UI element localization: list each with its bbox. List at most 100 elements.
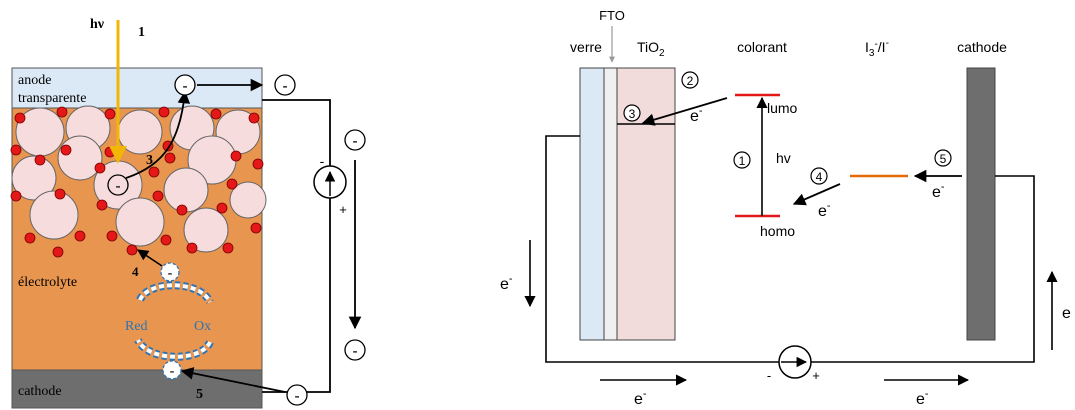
dye-molecule [222, 242, 234, 254]
electron-redox-top-sign: - [168, 265, 173, 282]
electron-redox-bottom [162, 360, 182, 380]
anode-layer [11, 67, 263, 109]
tio2-particle [57, 135, 103, 181]
step-3-label: 3 [146, 153, 153, 168]
step-1-label: 1 [138, 25, 145, 40]
dye-molecule [148, 166, 160, 178]
electron-cathode-in-sign: - [294, 388, 299, 405]
dye-molecule [252, 158, 264, 170]
dye-molecule [52, 246, 64, 258]
dye-molecules [10, 106, 264, 258]
dye-molecule [164, 152, 176, 164]
injection-arrow-right [641, 97, 728, 126]
dye-molecule [104, 146, 116, 158]
electrolyte-label: électrolyte [18, 275, 77, 290]
tio2-particle [183, 207, 229, 253]
dye-molecule [160, 234, 172, 246]
electron-cathode-in [286, 384, 308, 406]
electron-circuit-b [344, 339, 366, 361]
redox-label: I3-/I- [865, 38, 889, 59]
energy-diagram: FTO verre TiO2 colorant I3-/I- cathode l… [500, 8, 1071, 408]
e-injection: e- [690, 105, 703, 125]
tio2-particle [163, 167, 209, 213]
dye-molecule [158, 106, 170, 118]
cathode-label: cathode [18, 384, 62, 399]
cell-schematic: anode transparente électrolyte cathode h… [10, 17, 366, 409]
regeneration-arrow [137, 249, 163, 267]
e-left: e- [500, 273, 513, 293]
step-5-number: 5 [940, 152, 947, 166]
anode-label-1: anode [18, 73, 51, 88]
load-minus: - [320, 153, 325, 169]
tio2-particle [229, 181, 267, 219]
homo-label: homo [760, 223, 795, 239]
e-bottom-right: e- [916, 388, 929, 408]
e-right: e [1062, 305, 1071, 322]
load-plus: + [339, 202, 347, 217]
step-5-label: 5 [196, 387, 203, 402]
electron-excited-sign: - [115, 178, 120, 195]
electron-redox-bottom-sign: - [170, 363, 175, 380]
step-4-marker [810, 167, 828, 185]
dye-molecule [230, 150, 242, 162]
e-bottom-left: e- [634, 388, 647, 408]
cathode-electrode [966, 67, 996, 341]
lumo-label: lumo [767, 100, 798, 116]
dye-molecule [60, 144, 72, 156]
e-cathode: e- [932, 181, 945, 201]
step-1-marker [733, 151, 751, 169]
light-label: hν [90, 17, 105, 32]
tio2-label: TiO2 [637, 39, 665, 59]
dye-molecule [248, 112, 260, 124]
dye-molecule [96, 199, 108, 211]
tio2-particle [29, 190, 79, 240]
dye-molecule [56, 106, 68, 118]
dye-molecule [74, 230, 86, 242]
step-5-marker [934, 149, 952, 167]
electron-circuit-top-sign: - [282, 78, 287, 95]
dye-molecule [250, 222, 262, 234]
dye-molecule [10, 144, 22, 156]
load-right-plus: + [812, 368, 820, 383]
dye-molecule [104, 108, 116, 120]
redox-cycle-top-inner [138, 283, 212, 304]
dye-molecule [226, 178, 238, 190]
dye-molecule [216, 202, 228, 214]
ox-label: Ox [194, 319, 211, 334]
verre-label: verre [570, 39, 602, 55]
step-2-marker [681, 71, 699, 89]
electron-redox-top [160, 262, 180, 282]
dye-molecule [54, 188, 66, 200]
dye-molecule [94, 162, 106, 174]
step-3-number: 3 [629, 107, 636, 121]
step-1-number: 1 [739, 154, 746, 168]
dye-molecule [14, 112, 26, 124]
cathode-in-arrow [180, 367, 286, 393]
tio2-particle [11, 155, 57, 201]
fto-label: FTO [599, 8, 625, 23]
tio2-particle [115, 197, 165, 247]
cathode-right-label: cathode [957, 39, 1007, 55]
colorant-label: colorant [737, 39, 787, 55]
fto-layer [603, 67, 618, 341]
electron-circuit-top [274, 74, 296, 96]
glass-layer [579, 67, 605, 341]
anode-label-2: transparente [18, 91, 86, 106]
injection-arrow [125, 90, 191, 179]
dye-molecule [152, 190, 164, 202]
e-regeneration: e- [818, 200, 831, 220]
external-circuit-left [262, 99, 331, 393]
dye-molecule [10, 190, 22, 202]
electron-anode [174, 74, 196, 96]
dye-molecule [34, 154, 46, 166]
step-4-number: 4 [816, 170, 823, 184]
red-label: Red [125, 319, 148, 334]
regeneration-arrow-right [792, 183, 841, 206]
dye-molecule [210, 108, 222, 120]
dye-molecule [24, 232, 36, 244]
tio2-particle [117, 109, 163, 155]
step-3-marker [623, 104, 641, 122]
dye-molecule [106, 230, 118, 242]
step-2-number: 2 [687, 74, 694, 88]
